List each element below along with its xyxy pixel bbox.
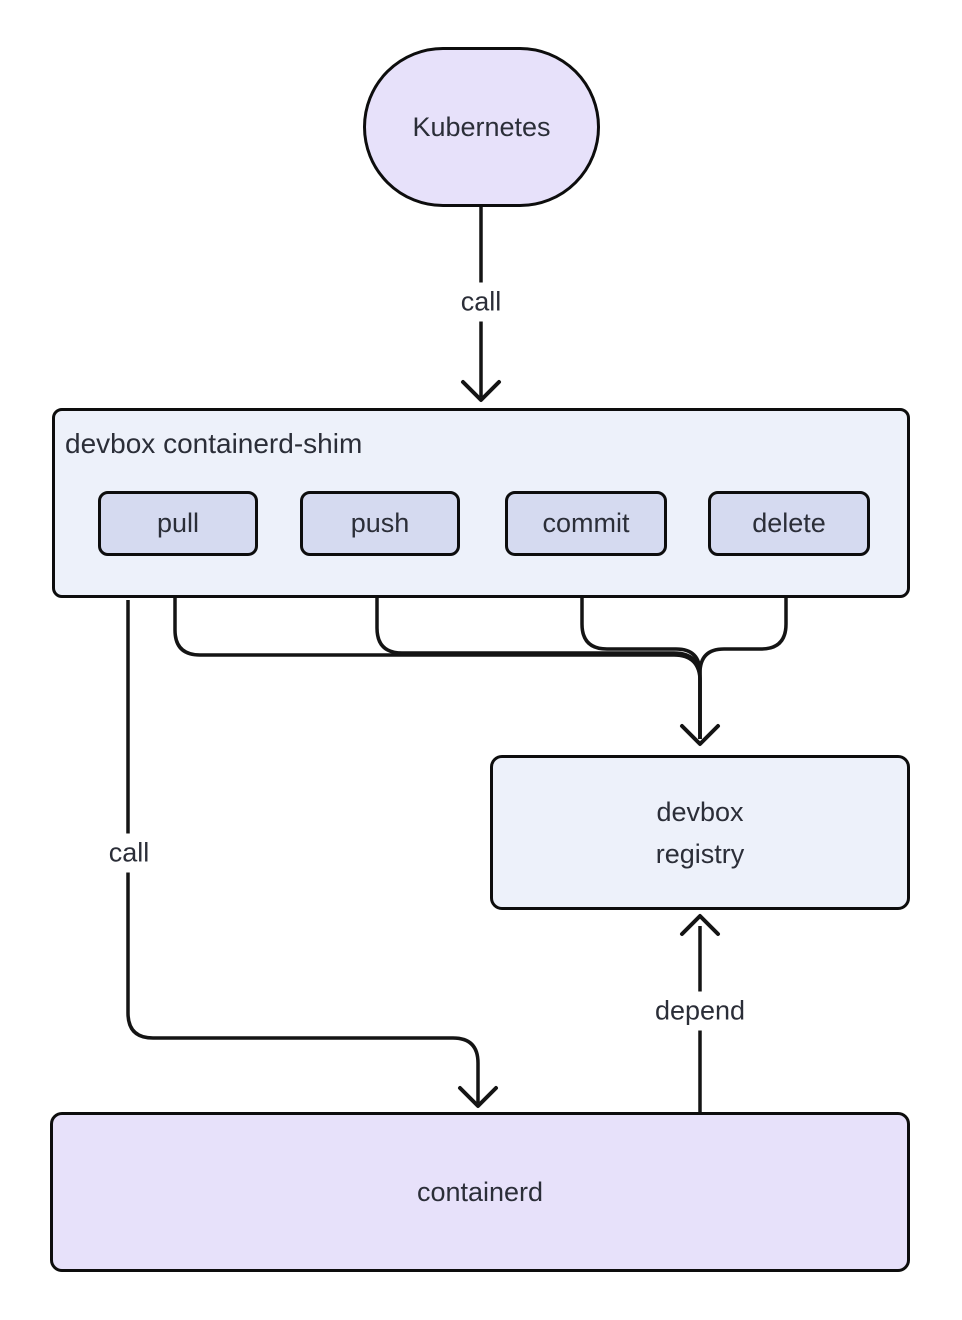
arrowhead-down-containerd [458, 1086, 498, 1108]
node-pull-label: pull [156, 508, 200, 538]
arrowhead-down-registry [680, 724, 720, 746]
edge-pull-to-containerd [126, 600, 480, 1103]
arrowhead-down-shim [461, 380, 501, 402]
arrowhead-up-registry [680, 914, 720, 936]
node-push: push [300, 491, 460, 556]
node-containerd: containerd [50, 1112, 910, 1272]
node-push-label: push [350, 508, 410, 538]
edge-label-depend: depend [648, 991, 752, 1031]
node-commit-label: commit [542, 508, 630, 538]
node-commit: commit [505, 491, 667, 556]
node-delete-label: delete [752, 508, 826, 538]
node-containerd-label: containerd [416, 1176, 544, 1207]
edge-delete-to-registry [698, 553, 788, 739]
node-devbox-registry: devbox registry [490, 755, 910, 910]
node-delete: delete [708, 491, 870, 556]
node-registry-label-line2: registry [655, 838, 745, 869]
node-pull: pull [98, 491, 258, 556]
node-kubernetes: Kubernetes [363, 47, 600, 207]
edge-label-call-top: call [454, 282, 508, 322]
subgraph-devbox-containerd-shim: devbox containerd-shim pull push commit … [52, 408, 910, 598]
edge-label-call-left: call [102, 833, 156, 873]
node-kubernetes-label: Kubernetes [412, 111, 551, 142]
node-registry-label-line1: devbox [656, 796, 744, 827]
edge-commit-to-registry [580, 553, 702, 739]
subgraph-title: devbox containerd-shim [65, 428, 363, 459]
